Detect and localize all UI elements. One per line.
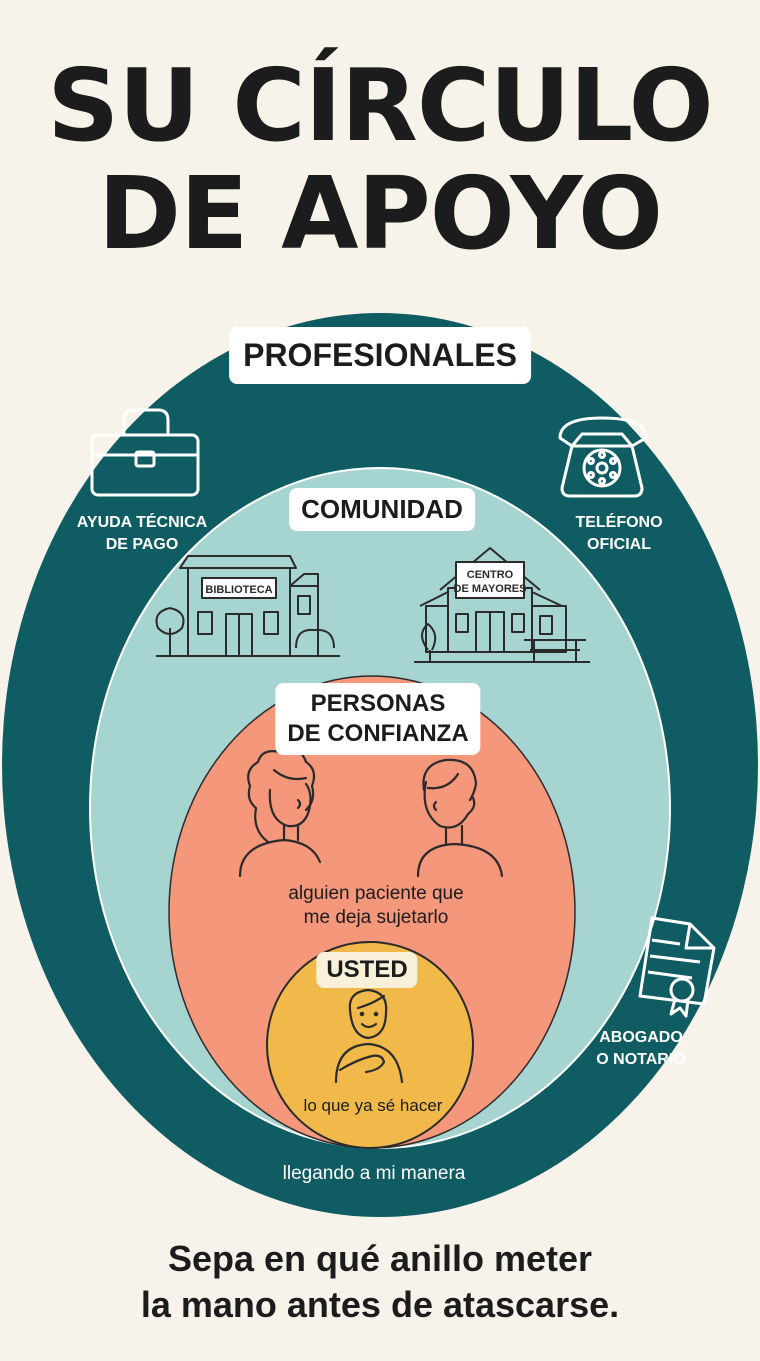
senior-center-sign-line-2: DE MAYORES [454, 583, 527, 595]
label-abogado-line-2: O NOTARIO [596, 1051, 686, 1068]
label-abogado-line-1: ABOGADO [599, 1029, 683, 1046]
ring-label-comunidad: COMUNIDAD [289, 488, 475, 531]
senior-center-sign-line-1: CENTRO [467, 569, 514, 581]
telephone-icon [558, 416, 648, 498]
title-line-2: DE APOYO [97, 155, 663, 272]
page-title: SU CÍRCULO DE APOYO [0, 52, 760, 268]
man-icon [416, 758, 504, 878]
toolbox-icon [90, 408, 200, 497]
label-ayuda-tecnica: AYUDA TÉCNICA DE PAGO [77, 512, 207, 556]
certificate-document-icon [638, 916, 716, 1018]
senior-center-building-icon [414, 547, 590, 663]
title-line-1: SU CÍRCULO [47, 47, 713, 164]
label-telefono-oficial: TELÉFONO OFICIAL [575, 512, 662, 556]
usted-caption: lo que ya sé hacer [303, 1096, 443, 1115]
confianza-caption-line-1: alguien paciente que [288, 883, 464, 904]
ring-label-profesionales: PROFESIONALES [229, 327, 531, 384]
ring-label-confianza-line-2: DE CONFIANZA [287, 720, 469, 747]
confianza-caption: alguien paciente que me deja sujetarlo [288, 882, 463, 930]
footer-message: Sepa en qué anillo meter la mano antes d… [0, 1236, 760, 1328]
ring-label-confianza: PERSONAS DE CONFIANZA [275, 683, 481, 755]
label-telefono-line-1: TELÉFONO [575, 514, 663, 531]
library-building-icon [155, 555, 340, 657]
woman-icon [238, 748, 322, 878]
footer-line-2: la mano antes de atascarse. [140, 1284, 620, 1325]
library-sign: BIBLIOTECA [205, 584, 272, 596]
footer-line-1: Sepa en qué anillo meter [167, 1238, 593, 1279]
ring-label-usted: USTED [316, 952, 418, 988]
confianza-caption-line-2: me deja sujetarlo [303, 907, 449, 928]
label-ayuda-tecnica-line-2: DE PAGO [105, 536, 179, 553]
label-telefono-line-2: OFICIAL [586, 536, 651, 553]
ring-label-confianza-line-1: PERSONAS [310, 690, 446, 717]
person-hand-on-heart-icon [334, 988, 404, 1084]
label-abogado-notario: ABOGADO O NOTARIO [596, 1027, 685, 1071]
label-ayuda-tecnica-line-1: AYUDA TÉCNICA [76, 514, 208, 531]
profesionales-caption: llegando a mi manera [282, 1163, 466, 1184]
